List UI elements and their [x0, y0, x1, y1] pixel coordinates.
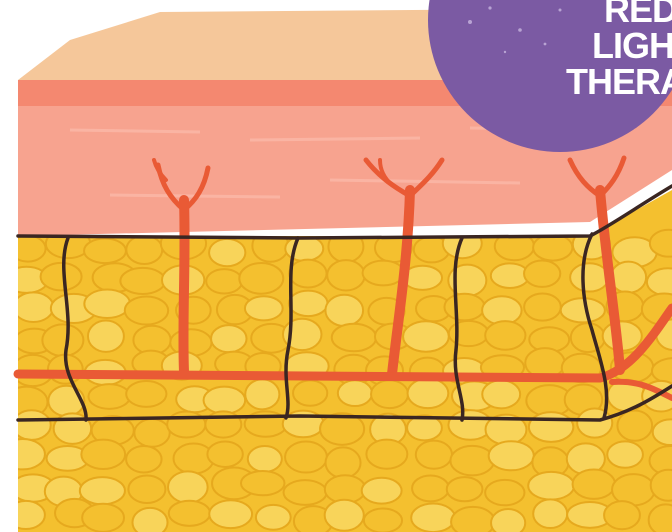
fat-cell	[326, 447, 361, 478]
fat-cell	[13, 292, 53, 322]
fat-cell	[126, 235, 162, 263]
fat-cell	[126, 381, 166, 407]
fat-cell	[482, 380, 520, 408]
fat-cell	[88, 321, 124, 352]
fat-cell	[533, 499, 567, 528]
fat-cell	[209, 500, 252, 528]
fat-cell	[491, 509, 525, 532]
fat-cell	[366, 440, 407, 469]
fat-cell	[1, 439, 45, 469]
fat-cell	[524, 260, 560, 286]
fat-cell	[289, 291, 328, 316]
fat-cell	[529, 412, 573, 442]
fat-cell	[284, 480, 327, 505]
fat-cell	[325, 295, 363, 326]
badge-line-3: THERAPY	[566, 61, 672, 102]
fat-cell	[444, 294, 484, 321]
fat-cell	[570, 263, 609, 291]
fat-cell	[443, 229, 482, 258]
fat-cell	[528, 472, 574, 500]
fat-cell	[617, 411, 652, 441]
fat-cell	[206, 269, 242, 293]
fat-cell	[325, 500, 364, 531]
fat-cell	[289, 260, 326, 288]
fat-cell	[328, 231, 363, 262]
fat-cell	[338, 380, 372, 406]
fat-cell	[611, 262, 646, 293]
fat-cell	[411, 503, 455, 532]
fat-cell	[607, 441, 643, 467]
fat-cell	[169, 501, 210, 526]
fat-cell	[10, 236, 45, 262]
fat-cell	[245, 379, 279, 409]
fat-cell	[207, 442, 242, 467]
fat-cell	[245, 296, 283, 320]
fat-cell	[168, 471, 208, 503]
fat-cell	[362, 478, 402, 504]
fat-cell	[209, 239, 245, 266]
fat-cell	[451, 507, 495, 532]
fat-cell	[82, 504, 124, 532]
fat-cell	[42, 324, 83, 356]
fat-cell	[485, 480, 524, 505]
fat-cell	[293, 380, 327, 405]
fat-cell	[450, 446, 494, 476]
fat-cell	[125, 296, 168, 324]
fat-cell	[524, 293, 561, 320]
fat-cell	[408, 378, 449, 408]
fat-cell	[132, 508, 167, 532]
fat-cell	[604, 501, 640, 529]
fat-cell	[248, 446, 282, 472]
fat-cell	[363, 261, 404, 286]
fat-cell	[571, 323, 605, 352]
fat-cell	[412, 475, 449, 501]
fat-cell	[211, 325, 246, 352]
fat-cell	[573, 469, 616, 498]
fat-cell	[449, 321, 489, 346]
fat-cell	[80, 477, 125, 504]
fat-cell	[364, 508, 402, 532]
fat-cell	[81, 440, 125, 469]
fat-cell	[416, 441, 452, 469]
fat-cell	[128, 475, 165, 503]
fat-cell	[533, 234, 572, 260]
fat-cell	[485, 321, 525, 350]
fat-cell	[332, 324, 376, 352]
fat-cell	[252, 230, 288, 262]
fat-cell	[84, 239, 126, 264]
fat-cell	[561, 298, 605, 322]
fat-cell	[239, 263, 283, 294]
fat-cell	[88, 384, 130, 409]
fat-cell	[126, 446, 161, 472]
fat-cell	[48, 386, 84, 416]
fat-cell	[489, 441, 534, 470]
fat-cell	[256, 505, 291, 530]
fat-cell	[327, 260, 365, 290]
fat-cell	[134, 419, 169, 447]
fat-cell	[13, 410, 51, 440]
fat-cell	[371, 380, 408, 408]
fat-cell	[84, 290, 130, 318]
fat-cell	[447, 477, 483, 501]
fat-cell	[285, 442, 327, 473]
fat-cell	[403, 321, 449, 352]
fat-cell	[204, 387, 246, 414]
fat-cell	[7, 501, 45, 529]
fat-cell	[167, 411, 205, 437]
fat-cell	[241, 471, 284, 495]
fat-cell	[41, 263, 82, 291]
fat-cell	[120, 268, 165, 294]
